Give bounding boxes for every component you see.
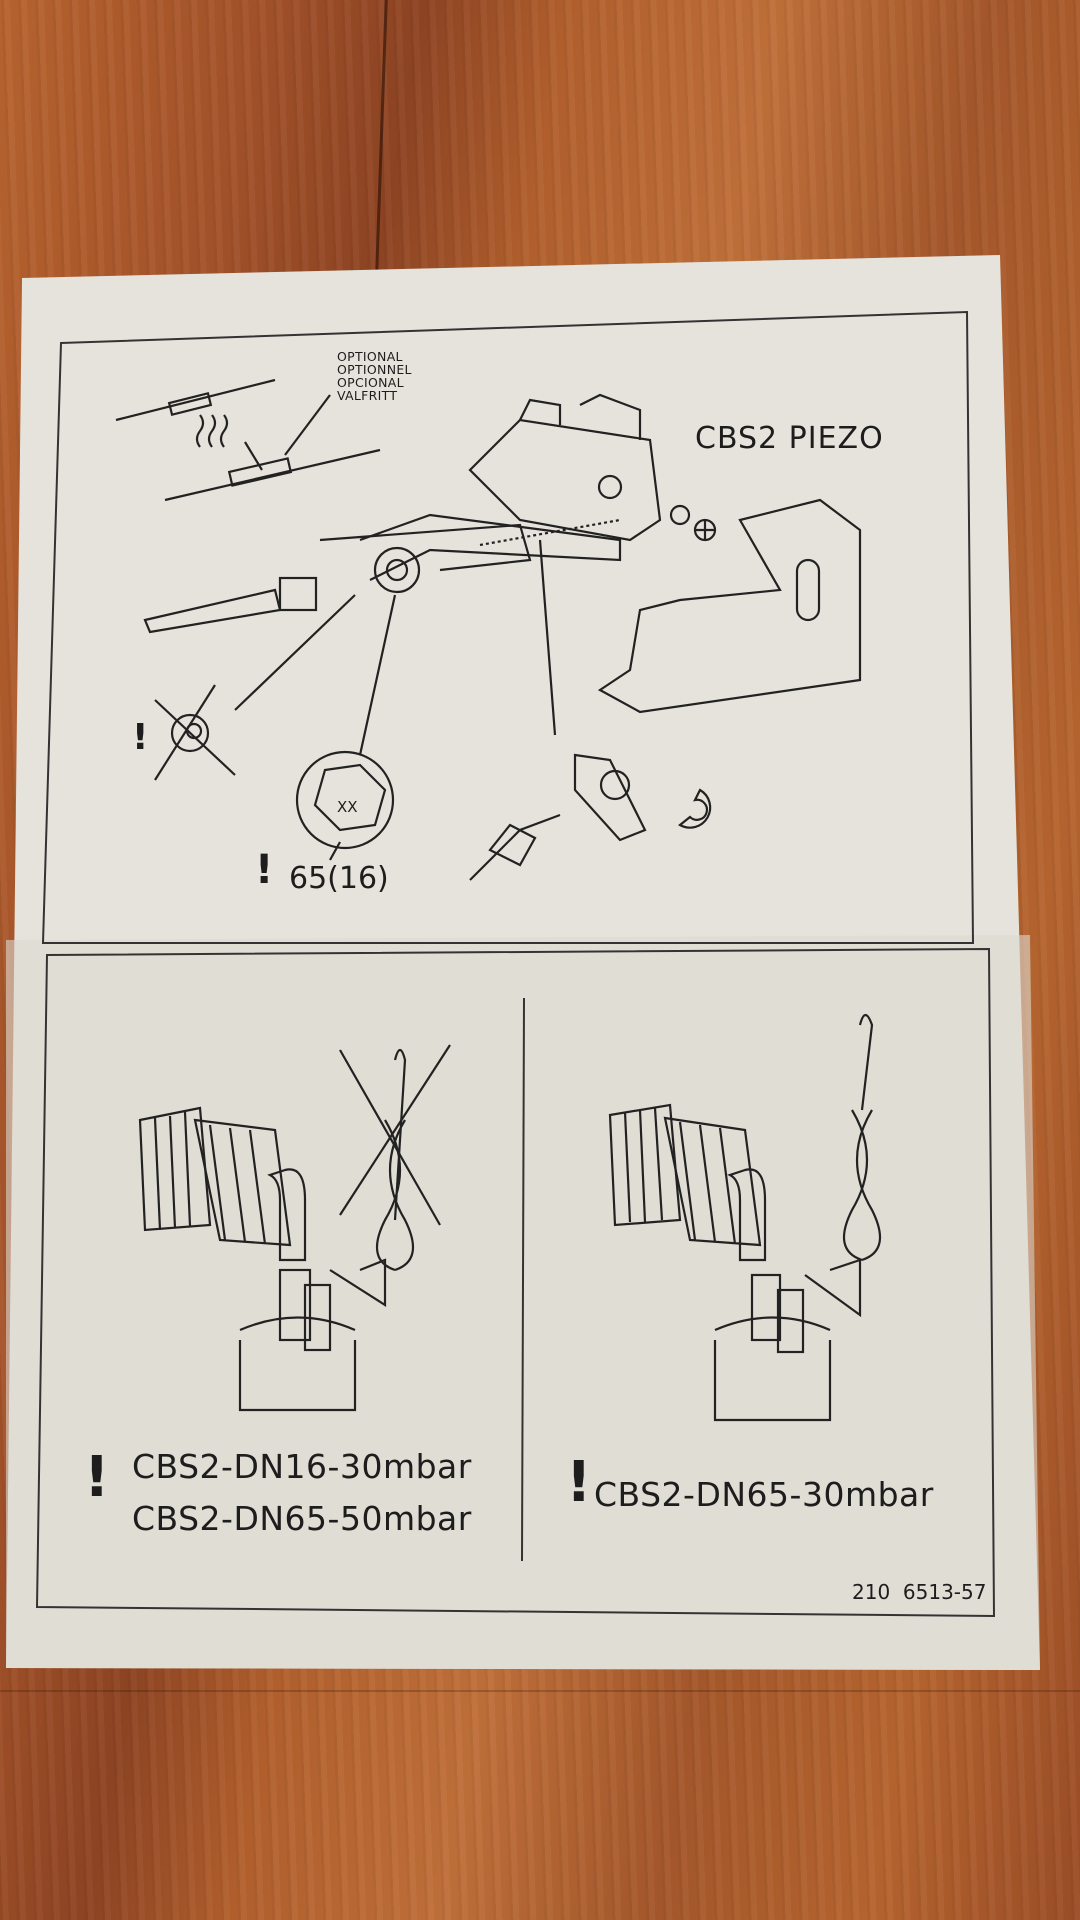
top-panel-border <box>41 310 975 944</box>
piezo-assembly-drawing <box>115 378 862 881</box>
diagram-title: CBS2 PIEZO <box>695 421 884 456</box>
model-label: CBS2-DN65-50mbar <box>132 1499 472 1538</box>
lower-right-drawing <box>608 1013 882 1422</box>
optional-label: VALFRITT <box>337 388 398 403</box>
lower-left-drawing <box>138 1044 451 1412</box>
table-seam <box>0 1690 1080 1692</box>
warning-mark: ! <box>84 1445 110 1510</box>
warning-mark: ! <box>566 1450 592 1515</box>
warning-mark: ! <box>255 847 274 893</box>
model-label: CBS2-DN65-30mbar <box>594 1475 934 1514</box>
model-label: CBS2-DN16-30mbar <box>132 1447 472 1486</box>
optional-label: OPCIONAL <box>337 375 404 390</box>
warning-mark: ! <box>132 717 149 758</box>
document-number: 210 6513-57 <box>852 1580 987 1604</box>
optional-label: OPTIONNEL <box>337 362 412 377</box>
torque-label: 65(16) <box>289 861 389 896</box>
optional-label: OPTIONAL <box>337 349 403 364</box>
bottom-panel-border <box>35 947 996 1618</box>
nut-marking: XX <box>337 798 358 816</box>
optional-label-group: OPTIONAL OPTIONNEL OPCIONAL VALFRITT <box>337 350 412 402</box>
panel-divider <box>521 997 525 1562</box>
